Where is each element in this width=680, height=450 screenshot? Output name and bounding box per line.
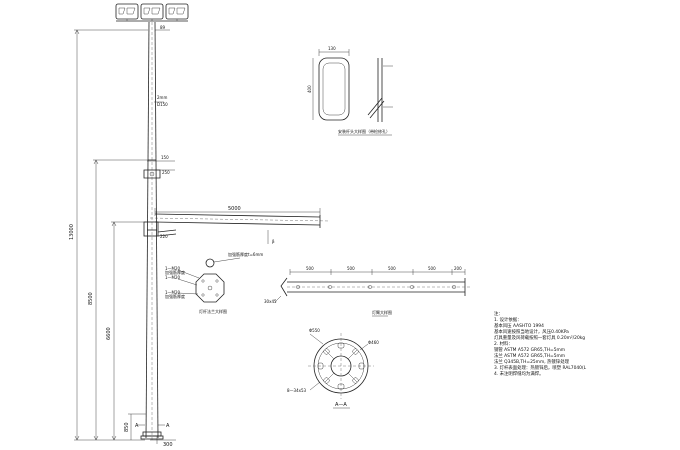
dim-shaft-label: D150	[157, 102, 168, 107]
base-dim-outer: Φ550	[309, 328, 320, 333]
crossarm-dim-1: 500	[306, 266, 314, 271]
crossarm-detail: 500 500 500 500 200 30x45 灯臂大样图	[264, 266, 470, 317]
notes-line-9: 3. 灯杆表面处理：热镀锌后，喷塑 RAL7040(L	[494, 364, 587, 371]
crossarm-section-label: 30x45	[264, 299, 277, 304]
notes-line-3: 基本风速按照当地设计，风压0.40KPa	[494, 328, 569, 335]
pole-shaft	[140, 21, 164, 440]
top-detail: 130 400 安装杆头大样图（带检修孔）	[307, 46, 393, 136]
section-mark-right: A	[166, 423, 170, 429]
dim-upper-height: 8500	[88, 292, 94, 305]
lamp-head-1	[115, 3, 139, 20]
dim-lower-height: 6600	[106, 327, 112, 340]
dim-base-width: 300	[163, 442, 173, 448]
notes-line-7: 法兰 ASTM A572 GR65,TH=5mm	[494, 352, 565, 359]
flange-caption: 灯杆法兰大样图	[199, 308, 227, 314]
lamp-heads	[115, 3, 189, 22]
crossarm-caption: 灯臂大样图	[372, 309, 392, 315]
notes-line-4: 灯具重量及风荷载按照一套灯具 0.20m²/20kg	[494, 334, 585, 341]
top-detail-caption: 安装杆头大样图（带检修孔）	[338, 128, 390, 134]
base-plate-detail: Φ550 Φ460 8—34x53 A—A	[287, 328, 379, 409]
flange-plate-label: 加强筋厚度t=6mm	[228, 251, 263, 257]
flange-bolt-label-1: 1—M20	[165, 266, 181, 271]
dim-total-height: 13000	[69, 224, 75, 240]
dim-base-height: 850	[124, 422, 130, 432]
notes: 注： 1. 设计依据： 基本风压 AASHTO 1994 基本风速按照当地设计，…	[494, 310, 587, 377]
notes-line-6: 钢管 ASTM A572 GR65,TH=5mm	[494, 346, 565, 353]
base-caption: A—A	[335, 402, 347, 408]
arm-label-end: β	[272, 239, 275, 244]
flange-detail: 1—M20 1—M20 1—M20 加强筋厚度t=6mm 加强筋厚度 加强筋厚度…	[165, 251, 263, 314]
flange-plate-label-3: 加强筋厚度	[165, 293, 185, 299]
top-detail-dim-height: 400	[307, 85, 312, 93]
notes-line-8: 法兰 Q345B,TH=25mm, 热镀锌处理	[494, 358, 570, 365]
notes-line-10: 4. 未注明焊缝均为满焊。	[494, 370, 544, 377]
dim-shaft-label-top: 2mm	[157, 95, 167, 100]
notes-line-2: 基本风压 AASHTO 1994	[494, 322, 544, 329]
dim-top: 89	[160, 25, 166, 30]
base-label-holes: 8—34x53	[287, 388, 307, 393]
notes-heading: 注：	[494, 310, 503, 317]
section-mark-left: A	[135, 423, 139, 429]
dim-joint-width: 150	[161, 155, 169, 160]
flange-bolt-label-2: 1—M20	[165, 275, 181, 280]
crossarm-dim-3: 500	[388, 266, 396, 271]
crossarm-dim-2: 500	[347, 266, 355, 271]
arm	[143, 213, 331, 244]
crossarm-dim-4: 500	[428, 266, 436, 271]
notes-line-1: 1. 设计依据：	[494, 316, 522, 323]
base-dim-inner: Φ460	[368, 340, 379, 345]
flange-plate-label-2: 加强筋厚度	[165, 269, 185, 275]
top-detail-dim-width: 130	[328, 46, 336, 51]
flange-bolt-label-3: 1—M20	[165, 290, 181, 295]
arm-dim-end: 220	[160, 234, 168, 239]
dim-joint-height: 250	[162, 170, 170, 175]
lamp-head-3	[165, 3, 189, 20]
notes-line-5: 2. 材料：	[494, 340, 513, 347]
arm-dim-length: 5000	[228, 206, 241, 212]
crossarm-dim-5: 200	[454, 266, 462, 271]
pole-dimensions: 13000 8500 6600 850 300 89 2mm D150 150 …	[69, 25, 321, 448]
lamp-head-2	[140, 3, 164, 20]
